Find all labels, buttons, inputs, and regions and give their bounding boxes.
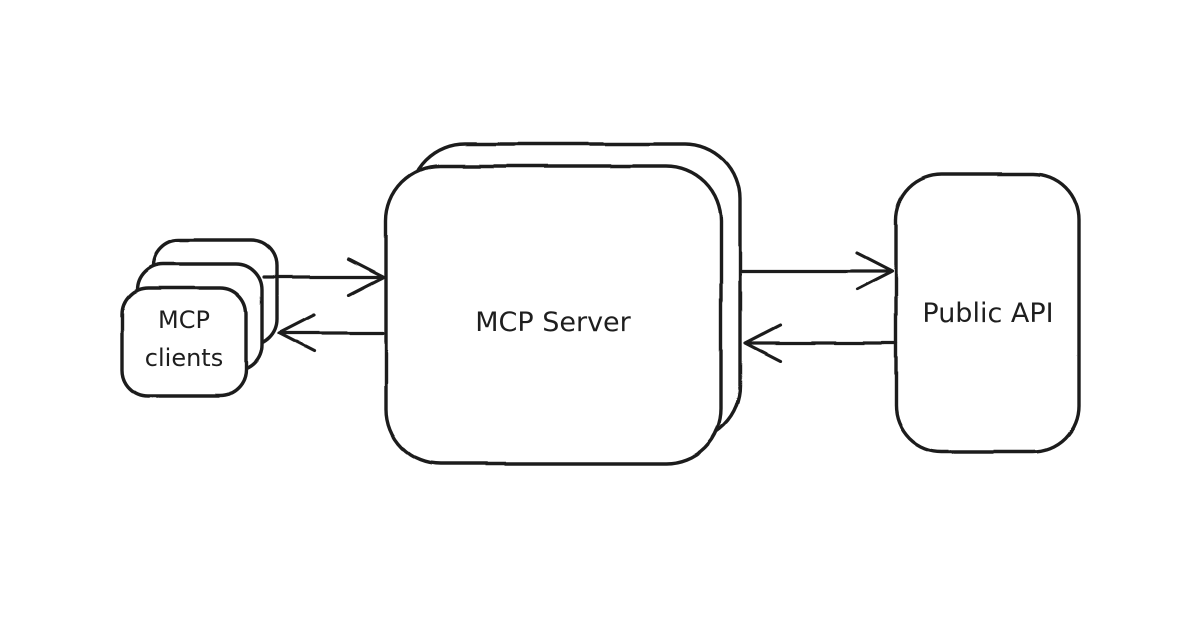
public-api-node — [894, 172, 1081, 454]
mcp-clients-card-front — [120, 286, 248, 398]
public-api-label: Public API — [922, 298, 1053, 329]
mcp-server-node — [384, 142, 742, 466]
mcp-server-box-front — [384, 164, 723, 466]
mcp-clients-node — [120, 238, 279, 398]
arrow-clients-to-server — [262, 257, 386, 297]
mcp-server-label: MCP Server — [475, 307, 631, 338]
mcp-clients-label-line2: clients — [145, 344, 223, 372]
mcp-clients-label-line1: MCP — [158, 306, 210, 334]
arrow-server-to-api — [740, 251, 894, 291]
arrow-server-to-clients — [277, 313, 385, 353]
arrow-api-to-server — [743, 323, 898, 363]
public-api-box — [894, 172, 1081, 454]
